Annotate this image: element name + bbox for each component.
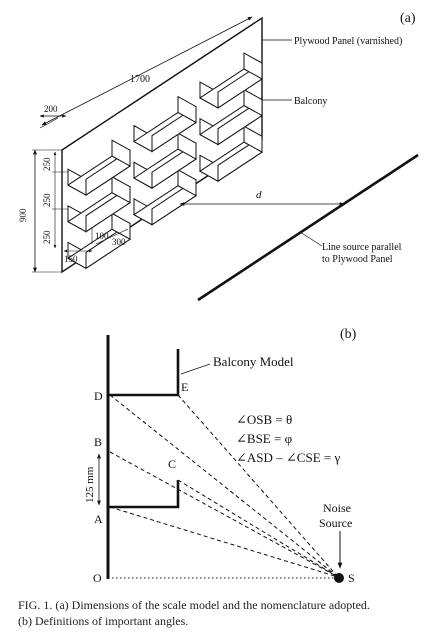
dim-1700: 1700 (130, 74, 150, 85)
point-o: O (93, 571, 102, 585)
dim-900: 900 (18, 208, 28, 222)
equation-2: ∠BSE = φ (236, 431, 292, 446)
equation-1: ∠OSB = θ (236, 412, 292, 427)
balcony-end-4 (177, 132, 197, 160)
balcony-model-label: Balcony Model (213, 354, 294, 369)
distance-d-label: d (256, 189, 262, 201)
dim-125: 125 mm (84, 466, 96, 503)
dim-250-b: 250 (42, 193, 52, 207)
balcony-end-3 (111, 175, 131, 204)
point-d: D (94, 389, 103, 403)
panel-b-label: (b) (340, 327, 357, 342)
dim-100: 100 (95, 231, 109, 241)
noise-source-dot (334, 573, 344, 583)
noise-label-1: Noise (323, 501, 351, 515)
dim-250-a: 250 (42, 157, 52, 171)
balcony-group (67, 52, 263, 270)
sight-line-a (109, 506, 339, 578)
panel-a-label: (a) (400, 11, 416, 26)
point-e: E (181, 380, 188, 394)
figure-caption: FIG. 1. (a) Dimensions of the scale mode… (18, 597, 438, 629)
point-s: S (348, 571, 355, 585)
point-b: B (94, 435, 102, 449)
point-c: C (168, 457, 176, 471)
dim-150: 150 (64, 254, 78, 264)
dim-300-line (95, 228, 129, 245)
line-source-leader (299, 231, 323, 247)
line-source-label-2: to Plywood Panel (322, 254, 393, 265)
sight-line-b (109, 451, 339, 578)
equation-3: ∠ASD – ∠CSE = γ (236, 450, 340, 465)
sight-line-c (177, 479, 339, 578)
sight-line-e (177, 394, 339, 578)
noise-label-2: Source (319, 516, 352, 530)
balcony-end-6 (111, 139, 131, 167)
balcony-end-0 (111, 212, 131, 241)
point-a: A (94, 512, 103, 526)
balcony-end-2 (243, 125, 263, 153)
sight-line-d (109, 394, 339, 578)
balcony-label: Balcony (294, 96, 327, 107)
dim-1700-ext1 (39, 117, 59, 129)
dim-1700-line (41, 16, 253, 126)
balcony-end-1 (177, 168, 197, 197)
caption-line-1: FIG. 1. (a) Dimensions of the scale mode… (18, 598, 370, 612)
line-source (197, 153, 419, 302)
panel-a: (a) Plywood Panel (varnished) Balcony 17… (18, 11, 419, 302)
dim-250-c: 250 (42, 230, 52, 244)
caption-line-2: (b) Definitions of important angles. (18, 614, 189, 628)
sight-lines (109, 394, 339, 578)
dim-300: 300 (112, 237, 126, 247)
upper-balcony (108, 349, 180, 397)
panel-b: (b) 125 mm D E B C A O S Balcony Model (84, 327, 357, 585)
balcony-model-leader (180, 363, 211, 375)
dim-200: 200 (44, 104, 58, 114)
line-source-label-1: Line source parallel (322, 242, 402, 253)
plywood-label: Plywood Panel (varnished) (294, 36, 402, 47)
